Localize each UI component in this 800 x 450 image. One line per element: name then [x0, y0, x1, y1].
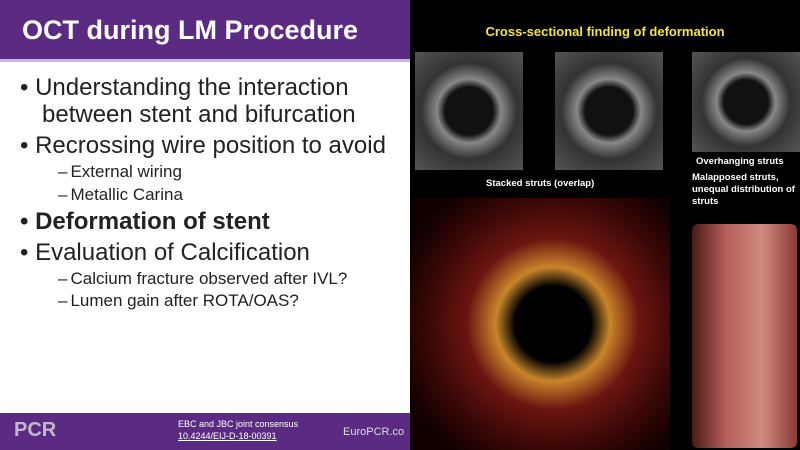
sub-bullet: Metallic Carina [20, 185, 408, 204]
footer: PCR EBC and JBC joint consensus 10.4244/… [0, 413, 410, 450]
slide-left-panel: OCT during LM Procedure Understanding th… [0, 0, 410, 450]
sub-bullet: Calcium fracture observed after IVL? [20, 269, 408, 288]
figure-title: Cross-sectional finding of deformation [485, 24, 725, 39]
site-url: EuroPCR.co [343, 426, 405, 438]
bullet: Deformation of stent [20, 208, 408, 235]
caption-malapposed: Malapposed struts, unequal distribution … [692, 172, 795, 207]
oct-3d-volume [692, 224, 797, 448]
oct-image-3 [692, 52, 800, 152]
sub-bullet: Lumen gain after ROTA/OAS? [20, 291, 408, 310]
doi-link[interactable]: 10.4244/EIJ-D-18-00391 [178, 431, 277, 442]
slide-title: OCT during LM Procedure [22, 15, 359, 45]
title-bar: OCT during LM Procedure [0, 0, 410, 62]
oct-figure: Cross-sectional finding of deformation S… [410, 0, 800, 450]
reference: EBC and JBC joint consensus 10.4244/EIJ-… [178, 418, 298, 442]
caption-overhanging: Overhanging struts [696, 156, 784, 167]
bullet-list: Understanding the interaction between st… [20, 70, 408, 310]
bullet: Recrossing wire position to avoid [20, 132, 408, 159]
oct-image-2 [555, 52, 663, 170]
pcr-logo: PCR [14, 419, 57, 441]
sub-bullet: External wiring [20, 162, 408, 181]
oct-3d-cross-section [410, 198, 670, 450]
caption-stacked: Stacked struts (overlap) [486, 178, 595, 189]
reference-text: EBC and JBC joint consensus [178, 419, 299, 429]
oct-image-1 [415, 52, 523, 170]
bullet: Understanding the interaction between st… [20, 74, 408, 128]
bullet: Evaluation of Calcification [20, 239, 408, 266]
